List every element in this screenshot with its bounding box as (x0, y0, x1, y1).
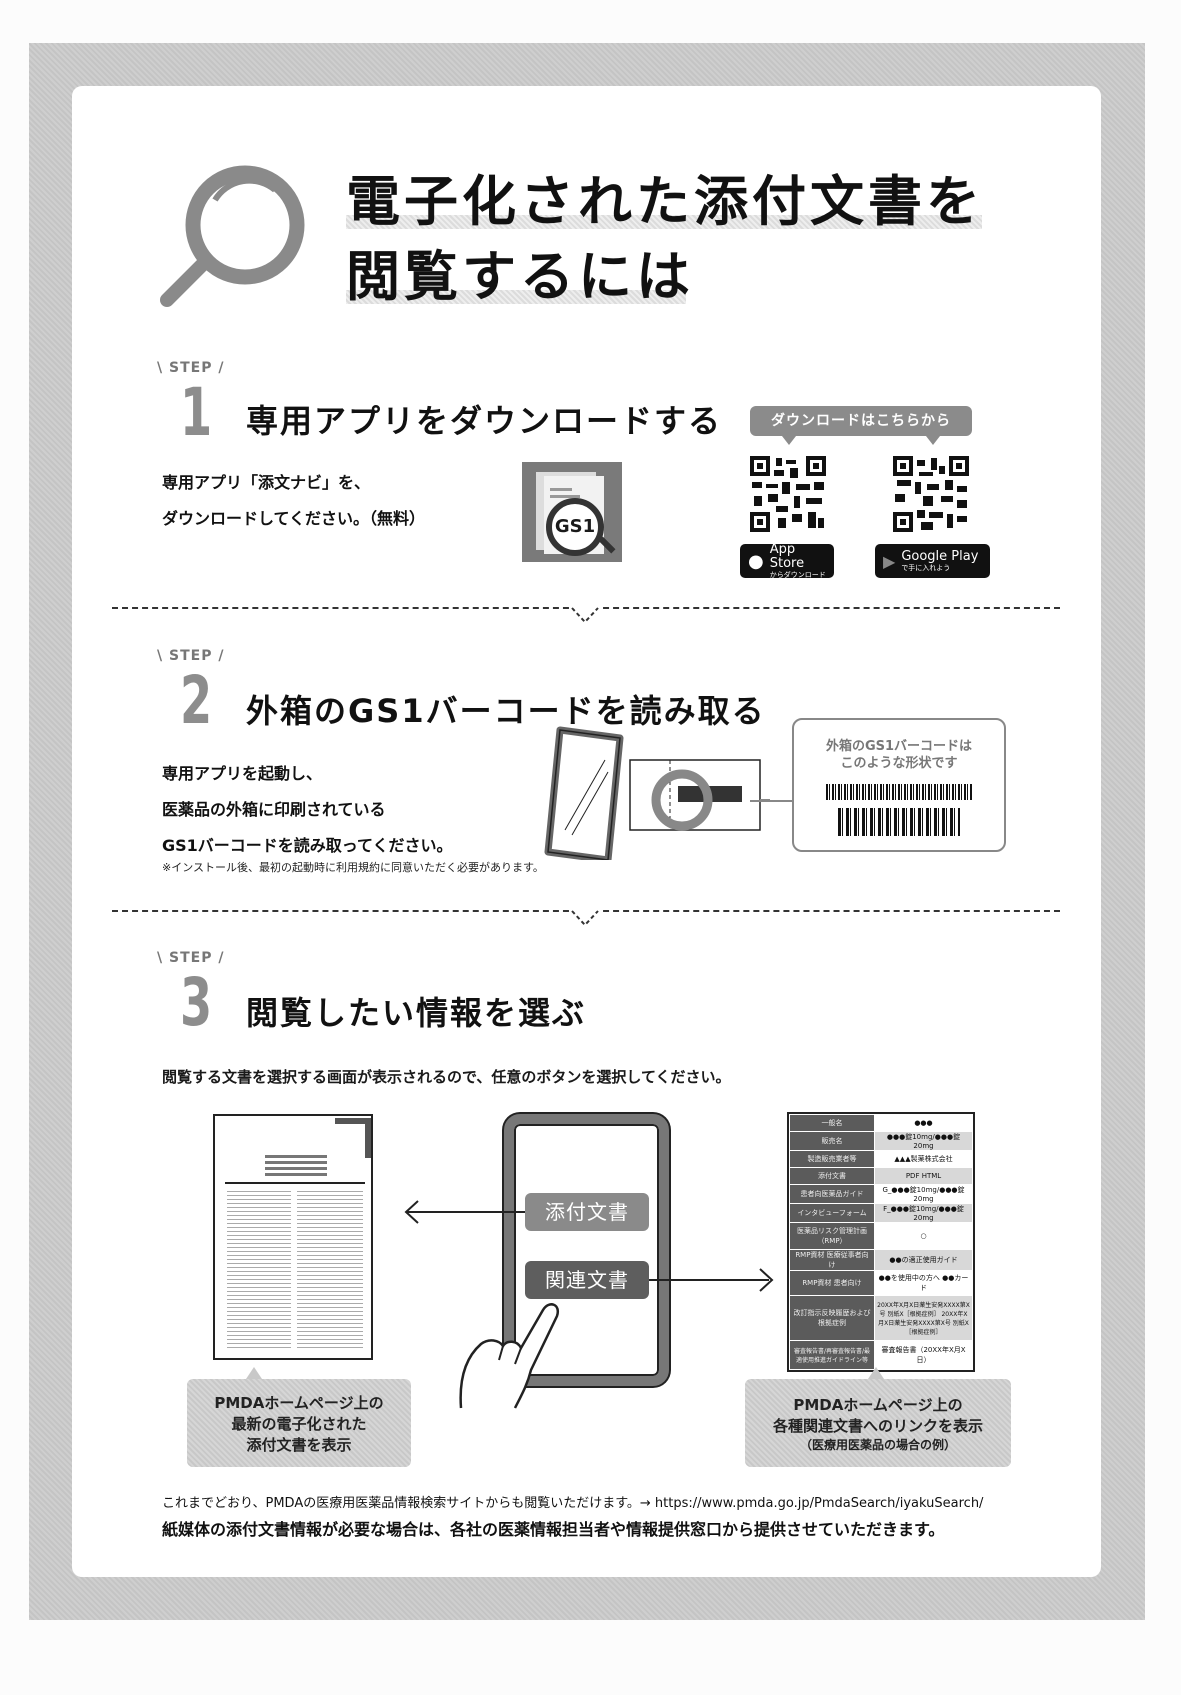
chevron-down-icon (571, 607, 599, 624)
step-number: 3 (180, 964, 213, 1041)
download-bubble: ダウンロードはこちらから (750, 406, 972, 436)
magnifier-icon (160, 165, 305, 307)
step-number: 1 (180, 374, 213, 451)
app-icon: GS1 (522, 462, 622, 562)
arrow-right (649, 1279, 769, 1281)
barcode-linear (826, 784, 972, 800)
related-documents-table: 一般名●●● 販売名●●●錠10mg/●●●錠20mg 製造販売業者等▲▲▲製薬… (787, 1112, 975, 1372)
phone-scanning-box-illustration (544, 726, 770, 860)
chevron-down-icon (571, 910, 599, 927)
step-body: 閲覧する文書を選択する画面が表示されるので、任意のボタンを選択してください。 (162, 1068, 731, 1086)
step-title: 外箱のGS1バーコードを読み取る (246, 692, 766, 730)
page-title-line2: 閲覧するには (346, 245, 694, 308)
step-body: 専用アプリ「添文ナビ」を、 ダウンロードしてください。（無料） (162, 473, 426, 528)
related-documents-callout: PMDAホームページ上の 各種関連文書へのリンクを表示 （医療用医薬品の場合の例… (745, 1379, 1011, 1467)
qr-code-app-store[interactable] (750, 456, 826, 532)
step-title: 閲覧したい情報を選ぶ (246, 994, 587, 1032)
step-number: 2 (180, 662, 213, 739)
footer-pmda-link-text: これまでどおり、PMDAの医療用医薬品情報検索サイトからも閲覧いただけます。→ … (162, 1496, 984, 1511)
step-body: 専用アプリを起動し、 医薬品の外箱に印刷されている GS1バーコードを読み取って… (162, 764, 453, 855)
package-insert-thumbnail (213, 1114, 373, 1360)
arrow-left (406, 1211, 525, 1213)
install-note: ※インストール後、最初の起動時に利用規約に同意いただく必要があります。 (162, 861, 544, 874)
title-highlight (346, 290, 686, 304)
related-documents-button[interactable]: 関連文書 (525, 1261, 649, 1299)
step-label: \ STEP / (157, 360, 225, 376)
pointing-hand-icon (459, 1303, 560, 1409)
arrow-left-icon (404, 1200, 419, 1224)
page-title-line1: 電子化された添付文書を (346, 170, 984, 233)
callout-pointer (868, 1367, 884, 1379)
google-play-icon: ▶ (883, 551, 896, 571)
step-label: \ STEP / (157, 648, 225, 664)
step-label: \ STEP / (157, 950, 225, 966)
footer-paper-note: 紙媒体の添付文書情報が必要な場合は、各社の医薬情報担当者や情報提供窓口から提供さ… (162, 1520, 945, 1539)
qr-code-google-play[interactable] (893, 456, 969, 532)
barcode-stacked (838, 808, 960, 836)
package-insert-callout: PMDAホームページ上の 最新の電子化された 添付文書を表示 (187, 1379, 411, 1467)
package-insert-button[interactable]: 添付文書 (525, 1193, 649, 1231)
callout-pointer (246, 1367, 262, 1379)
step-title: 専用アプリをダウンロードする (246, 402, 723, 440)
barcode-sample-box: 外箱のGS1バーコードは このような形状です (792, 718, 1006, 852)
title-highlight (346, 215, 982, 229)
apple-icon: ● (748, 550, 764, 572)
arrow-right-icon (759, 1268, 774, 1292)
